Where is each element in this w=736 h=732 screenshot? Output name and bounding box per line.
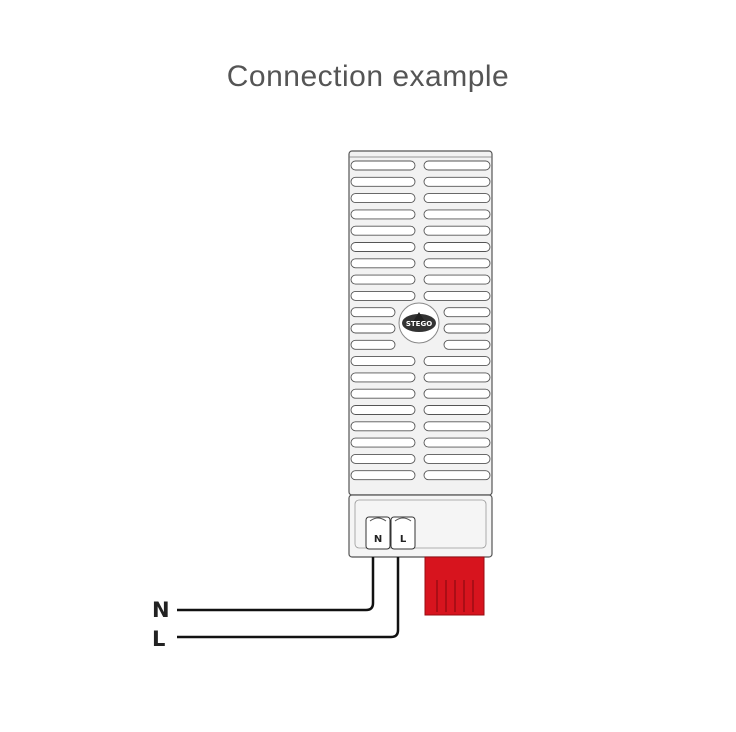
terminal-n-lever	[369, 517, 387, 522]
vent-slot	[423, 405, 491, 415]
vent-slot	[423, 421, 491, 432]
vent-slots-left	[350, 160, 416, 481]
vent-slot	[443, 307, 491, 318]
vent-slot	[350, 356, 416, 367]
page-title: Connection example	[226, 60, 510, 93]
vent-slot	[423, 209, 491, 220]
vent-slot	[423, 225, 491, 236]
vent-slot	[350, 160, 416, 171]
vent-slot	[443, 339, 491, 350]
vent-slot	[350, 453, 416, 464]
vent-slot	[423, 388, 491, 399]
vent-slot	[423, 453, 491, 464]
vent-slot	[350, 307, 396, 318]
vent-slot	[350, 339, 396, 350]
wire-label-l: L	[152, 627, 165, 651]
vent-slot	[443, 323, 491, 334]
vent-slot	[423, 372, 491, 383]
terminal-n	[365, 516, 391, 550]
vent-slot	[423, 258, 491, 269]
vent-slot	[350, 323, 396, 334]
vent-slot	[350, 437, 416, 448]
terminal-inner	[354, 499, 487, 549]
vent-slots-right	[423, 160, 491, 481]
terminal-label-n: N	[374, 534, 382, 545]
vent-slot	[350, 372, 416, 383]
terminal-l-lever	[394, 517, 412, 522]
logo-triangle-icon	[412, 312, 426, 323]
vent-slot	[350, 209, 416, 220]
vent-slot	[423, 356, 491, 367]
vent-slot	[350, 193, 416, 204]
wire-label-n: N	[152, 598, 170, 622]
terminal-l	[390, 516, 416, 550]
vent-slot	[423, 242, 491, 252]
vent-slot	[350, 274, 416, 285]
vent-slot	[350, 388, 416, 399]
vent-slot	[350, 421, 416, 432]
vent-slot	[350, 470, 416, 481]
terminal-label-l: L	[400, 534, 407, 545]
wiring: N L	[152, 557, 400, 651]
mounting-clip	[424, 556, 485, 616]
wire-n	[177, 557, 375, 612]
vent-slot	[423, 160, 491, 171]
terminal-block: N L	[365, 516, 416, 550]
vent-slot	[423, 274, 491, 285]
stego-logo: STEGO	[398, 302, 440, 344]
vent-slot	[350, 290, 416, 301]
vent-slot	[423, 437, 491, 448]
vent-slot	[423, 470, 491, 481]
vent-slot	[350, 258, 416, 269]
logo-text: STEGO	[406, 320, 432, 328]
vent-slot	[423, 193, 491, 204]
vent-slot	[350, 405, 416, 415]
vent-slot	[350, 225, 416, 236]
vent-slot	[350, 242, 416, 252]
vent-slot	[423, 290, 491, 301]
vent-slot	[423, 176, 491, 187]
vent-slot	[350, 176, 416, 187]
wire-l	[177, 557, 400, 639]
heater-device: STEGO N L	[348, 150, 493, 616]
